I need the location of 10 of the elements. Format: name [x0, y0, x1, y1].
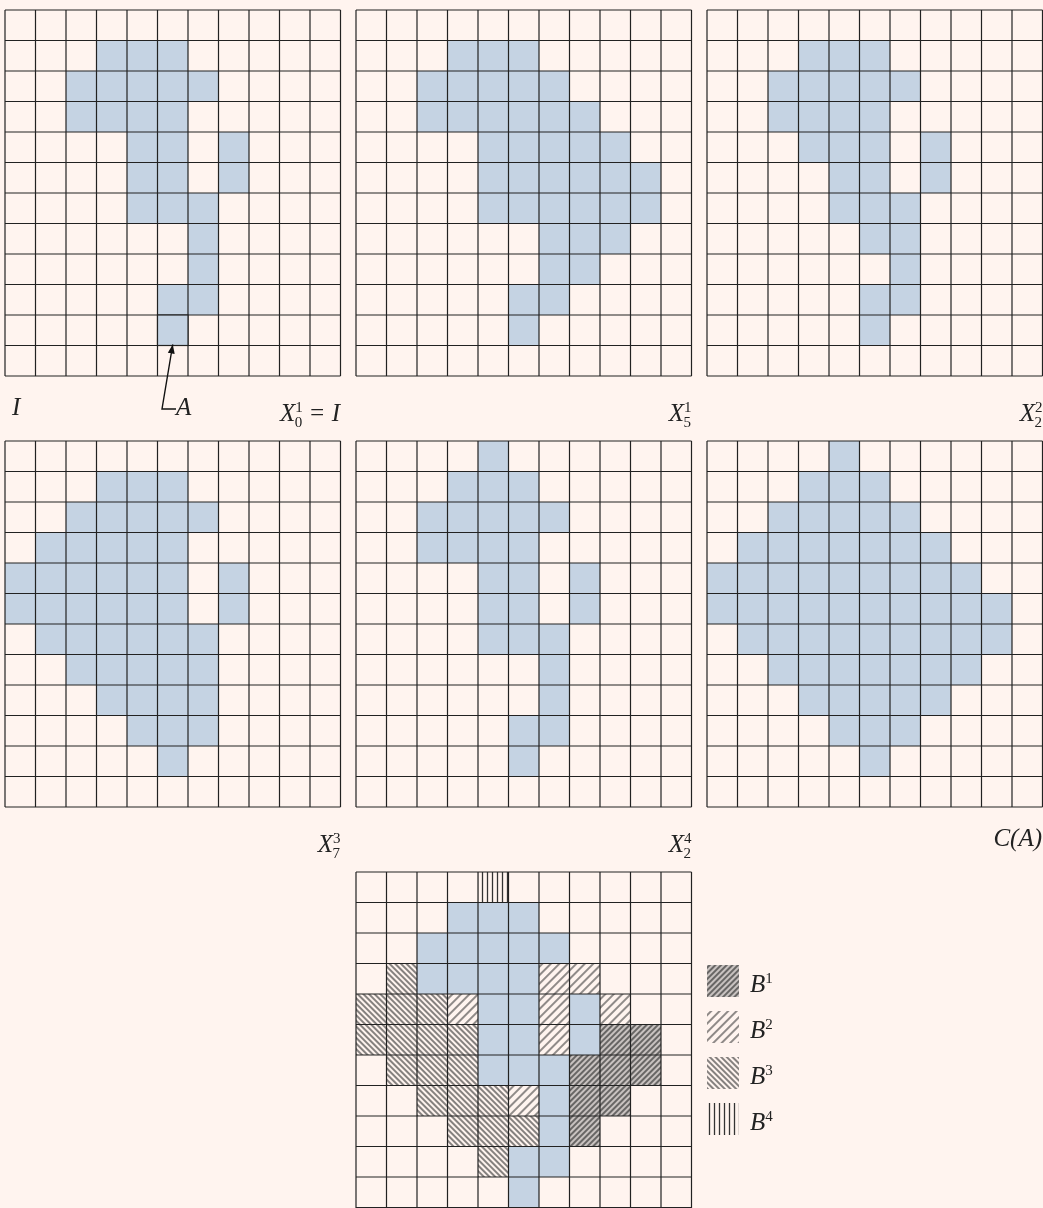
panel-label: C(A): [993, 823, 1042, 853]
leader-line: [161, 343, 177, 410]
callout-letter: A: [176, 392, 192, 422]
legend-label: B$^{1}$: [750, 969, 773, 1000]
panel-label: I: [12, 392, 21, 422]
legend-label: B$^{4}$: [750, 1107, 773, 1138]
panel-label: X$^{1}$$_{0}$ = I: [280, 398, 340, 433]
legend-label: B$^{3}$: [750, 1061, 773, 1092]
shaded-cell: [156, 314, 189, 347]
legend-label: B$^{2}$: [750, 1015, 773, 1046]
